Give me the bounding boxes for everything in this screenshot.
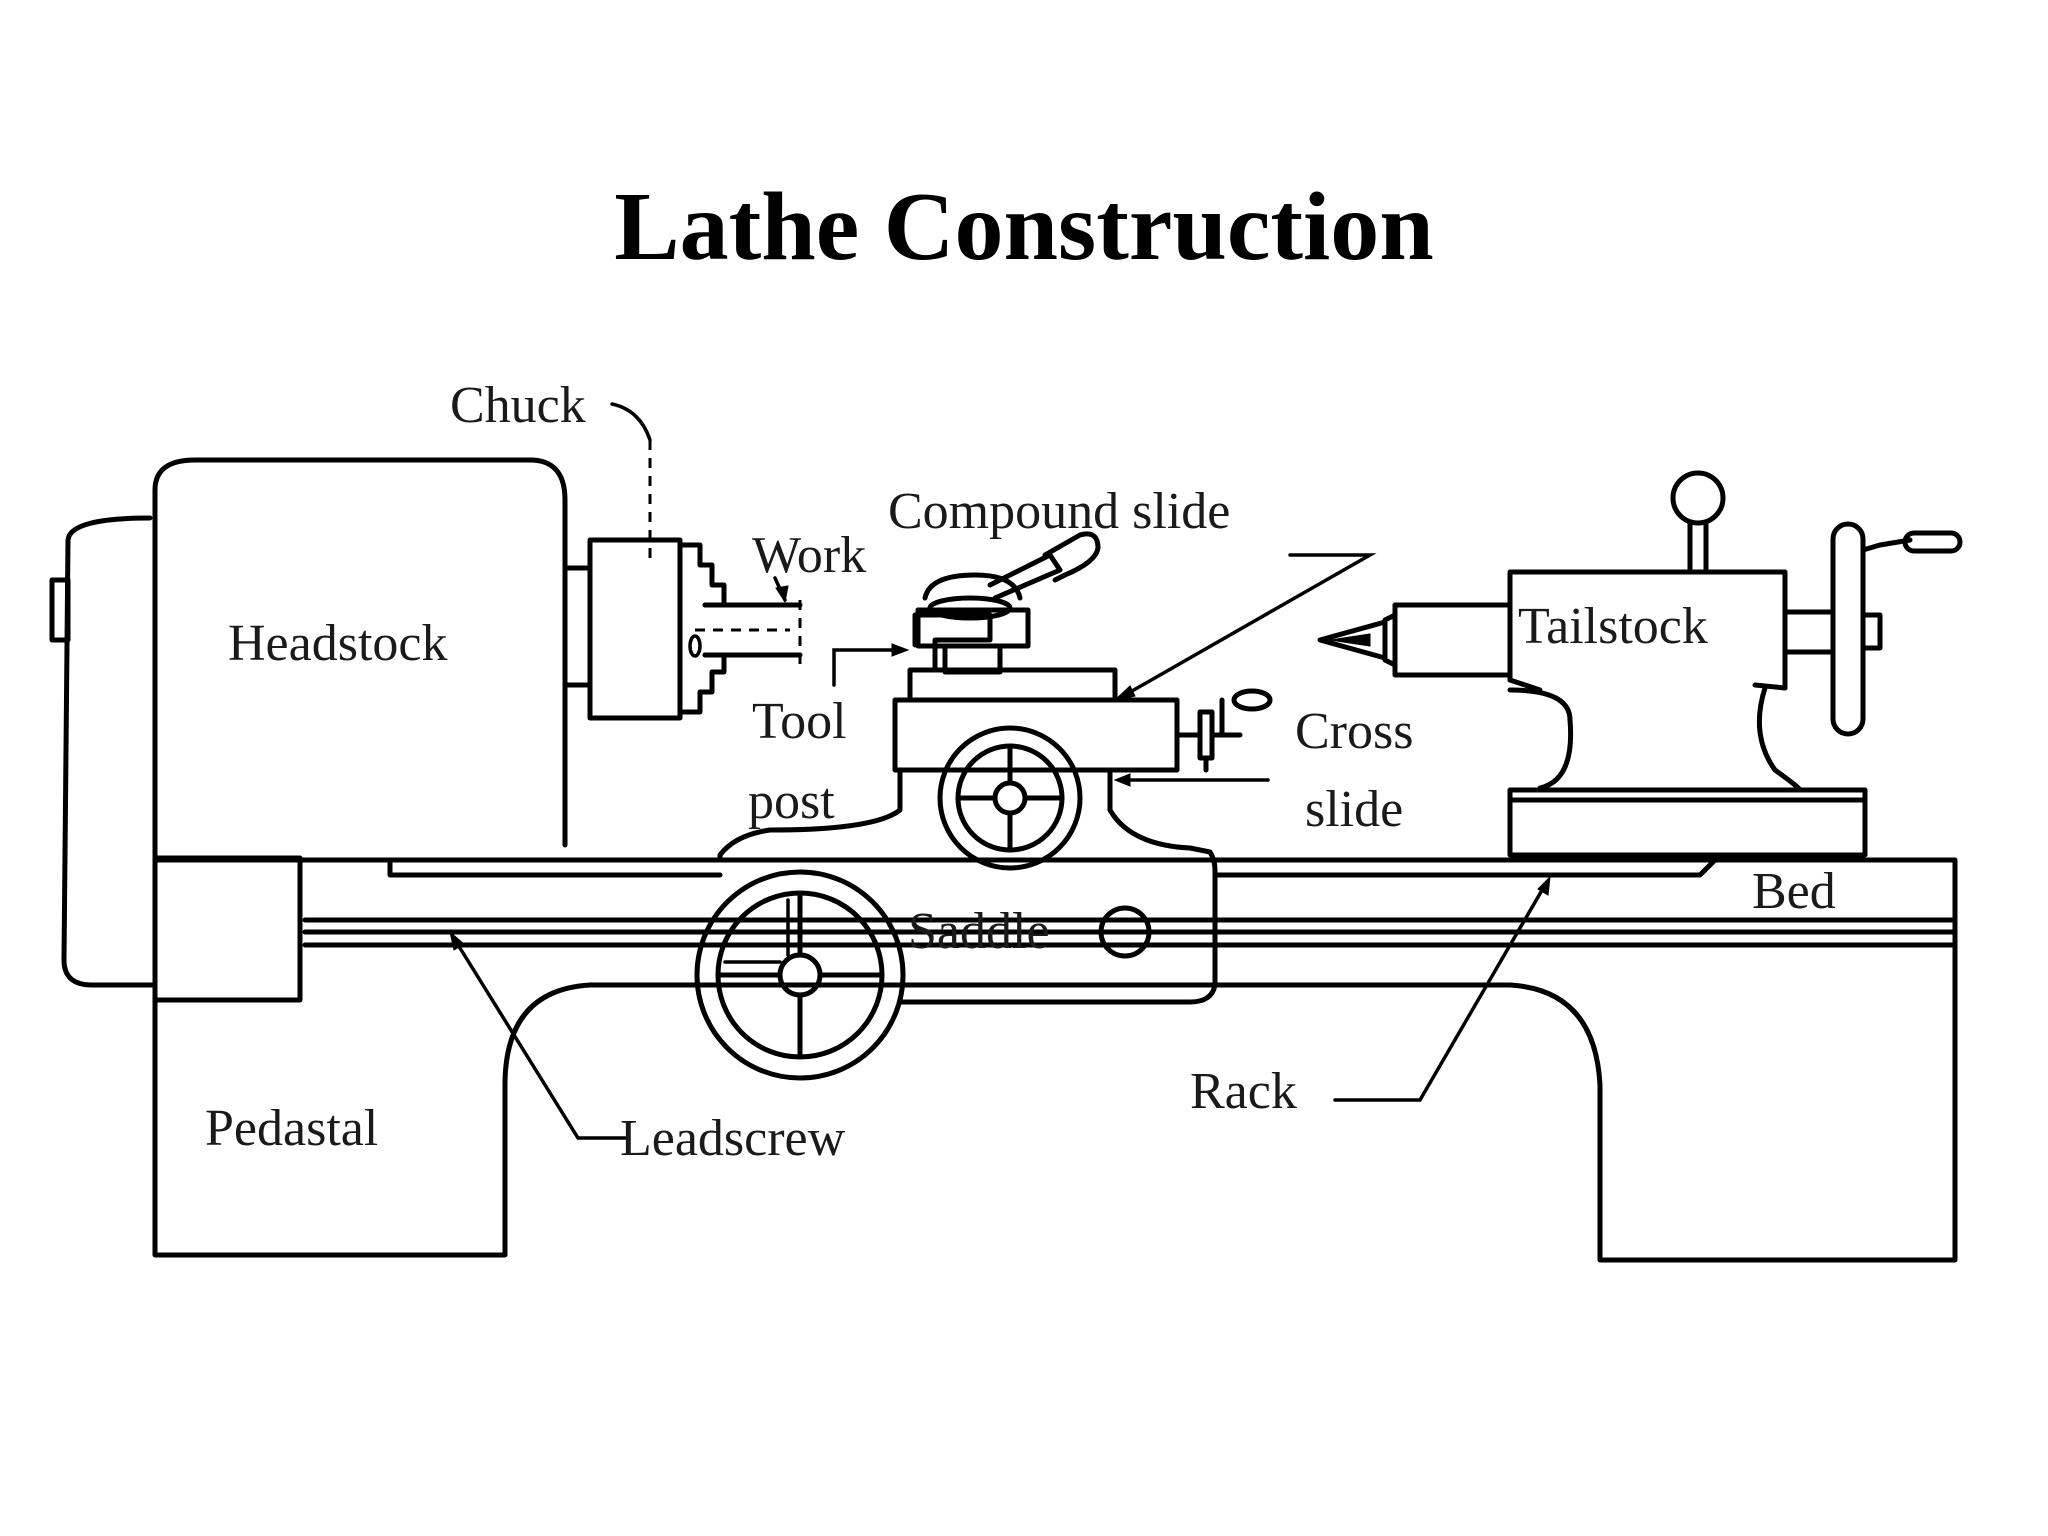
rack-leader bbox=[1333, 883, 1547, 1102]
compound-slide bbox=[907, 572, 1118, 703]
gearbox-block bbox=[152, 855, 303, 1003]
work-piece bbox=[688, 600, 803, 665]
label-work: Work bbox=[752, 527, 866, 584]
label-headstock: Headstock bbox=[228, 615, 447, 672]
tailstock-base bbox=[1507, 787, 1868, 858]
tailstock-quill bbox=[1317, 602, 1513, 678]
label-leadscrew: Leadscrew bbox=[620, 1110, 846, 1167]
apron-handwheel bbox=[694, 869, 906, 1081]
tailstock-clamp-lever bbox=[1670, 470, 1726, 575]
spindle bbox=[562, 565, 593, 688]
page-title: Lathe Construction bbox=[614, 173, 1434, 281]
headstock-body bbox=[152, 457, 568, 848]
tool-post-lever bbox=[987, 531, 1101, 601]
compound-slide-leader bbox=[1123, 553, 1377, 697]
saddle bbox=[717, 767, 1218, 1005]
tool-post-leader bbox=[832, 648, 902, 687]
saddle-knob bbox=[1098, 905, 1223, 959]
label-saddle: Saddle bbox=[908, 903, 1050, 960]
chuck bbox=[587, 440, 727, 721]
tailstock-handwheel bbox=[1782, 521, 1963, 737]
leader-lines bbox=[449, 402, 1551, 1140]
label-pedastal: Pedastal bbox=[205, 1100, 378, 1157]
chuck-leader bbox=[610, 402, 652, 442]
bed-base bbox=[152, 842, 1958, 1263]
headstock-rear-housing bbox=[49, 515, 155, 988]
label-tailstock: Tailstock bbox=[1518, 598, 1708, 655]
label-tool: Tool bbox=[752, 693, 847, 750]
label-slide: slide bbox=[1305, 781, 1403, 838]
label-post: post bbox=[748, 773, 835, 830]
label-rack: Rack bbox=[1190, 1063, 1297, 1120]
cross-slide-handwheel bbox=[937, 725, 1083, 871]
bed bbox=[152, 857, 1958, 948]
leadscrew-leader bbox=[453, 938, 627, 1140]
label-cross: Cross bbox=[1295, 703, 1413, 760]
label-chuck: Chuck bbox=[450, 377, 586, 434]
label-compound-slide: Compound slide bbox=[888, 483, 1230, 540]
label-bed: Bed bbox=[1752, 863, 1836, 920]
